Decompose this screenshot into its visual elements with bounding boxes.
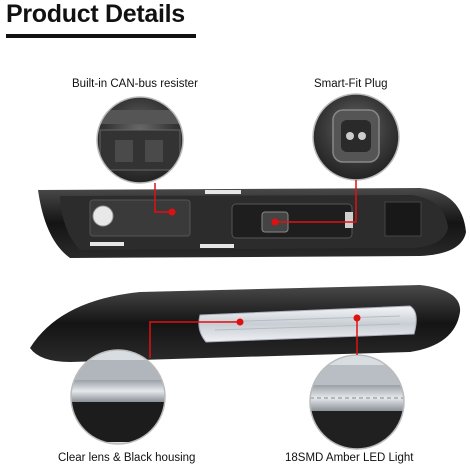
zoom-circle-lens (70, 349, 166, 445)
zoom-circle-canbus (96, 96, 184, 184)
marker-front-view (30, 285, 461, 362)
pointer-line-lens (149, 321, 240, 358)
zoom-circle-led (309, 354, 405, 450)
callout-label-plug: Smart-Fit Plug (314, 78, 388, 90)
pointer-dot-plug (271, 218, 279, 226)
page-title: Product Details (6, 0, 185, 28)
zoom-circle-plug (312, 93, 400, 181)
title-underline (6, 34, 196, 38)
callout-label-led: 18SMD Amber LED Light (285, 452, 414, 464)
pointer-dot-led (353, 314, 361, 322)
marker-back-view (38, 188, 466, 258)
callout-label-lens: Clear lens & Black housing (58, 452, 196, 464)
pointer-dot-lens (236, 318, 244, 326)
pointer-line-canbus (154, 183, 172, 213)
callout-label-canbus: Built-in CAN-bus resister (72, 78, 198, 90)
pointer-line-plug (275, 180, 357, 223)
pointer-dot-canbus (168, 208, 176, 216)
